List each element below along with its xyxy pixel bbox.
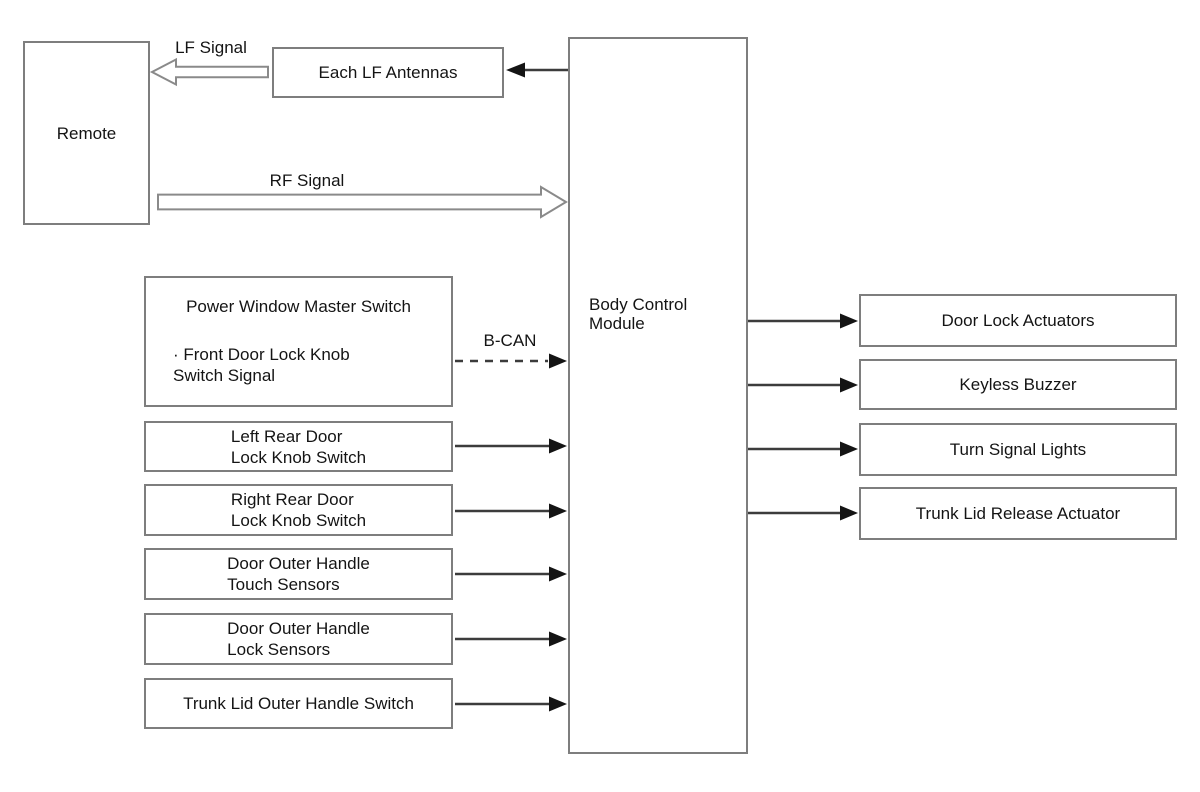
b-can-label: B-CAN (483, 331, 537, 350)
trunk-lid-release-actuator-label: Trunk Lid Release Actuator (915, 504, 1121, 523)
touch-sensors-line2: Touch Sensors (227, 575, 340, 594)
keyless-buzzer-arrow (748, 377, 858, 393)
pwms-title: Power Window Master Switch (186, 297, 411, 316)
right-rear-door-arrow (455, 503, 567, 519)
lock-sensors-line1: Door Outer Handle (227, 619, 370, 638)
bcm-to-lf-antennas-arrow (506, 62, 568, 78)
right-rear-line2: Lock Knob Switch (230, 511, 367, 530)
left-rear-line2: Lock Knob Switch (230, 447, 367, 467)
door-lock-actuators-box: Door Lock Actuators (859, 294, 1177, 347)
lf-signal-label: LF Signal (175, 38, 247, 57)
left-rear-door-lock-knob-switch-box: Left Rear Door Lock Knob Switch (144, 421, 453, 472)
body-control-module-box: Body Control Module (568, 37, 748, 754)
pwms-sub-line1: · Front Door Lock Knob (173, 345, 350, 364)
door-lock-actuators-label: Door Lock Actuators (941, 311, 1095, 330)
trunk-lid-switch-arrow (455, 696, 567, 712)
trunk-lid-outer-handle-switch-box: Trunk Lid Outer Handle Switch (144, 678, 453, 729)
trunk-lid-release-arrow (748, 505, 858, 521)
pwms-sub-line2: Switch Signal (173, 366, 276, 385)
right-rear-line1: Right Rear Door (230, 490, 354, 509)
each-lf-antennas-box: Each LF Antennas (272, 47, 504, 98)
left-rear-line1: Left Rear Door (230, 426, 343, 446)
turn-signal-lights-box: Turn Signal Lights (859, 423, 1177, 476)
turn-signal-lights-label: Turn Signal Lights (949, 440, 1087, 459)
keyless-buzzer-label: Keyless Buzzer (959, 375, 1077, 394)
door-outer-handle-lock-sensors-box: Door Outer Handle Lock Sensors (144, 613, 453, 665)
power-window-master-switch-box: Power Window Master Switch · Front Door … (144, 276, 453, 407)
trunk-lid-outer-handle-switch-label: Trunk Lid Outer Handle Switch (183, 694, 414, 713)
remote-label: Remote (56, 123, 117, 143)
rf-signal-arrow (157, 185, 568, 219)
lock-sensors-arrow (455, 631, 567, 647)
lf-signal-arrow (149, 57, 269, 87)
bcm-label-line1: Body Control (589, 295, 688, 314)
keyless-buzzer-box: Keyless Buzzer (859, 359, 1177, 410)
door-outer-handle-touch-sensors-box: Door Outer Handle Touch Sensors (144, 548, 453, 600)
door-lock-actuators-arrow (748, 313, 858, 329)
bcm-label-line2: Module (589, 314, 645, 333)
right-rear-door-lock-knob-switch-box: Right Rear Door Lock Knob Switch (144, 484, 453, 536)
each-lf-antennas-label: Each LF Antennas (318, 63, 458, 82)
touch-sensors-arrow (455, 566, 567, 582)
rf-signal-label: RF Signal (269, 171, 345, 190)
remote-box: Remote (23, 41, 150, 225)
turn-signal-lights-arrow (748, 441, 858, 457)
left-rear-door-arrow (455, 438, 567, 454)
lock-sensors-line2: Lock Sensors (227, 640, 331, 659)
touch-sensors-line1: Door Outer Handle (227, 554, 370, 573)
trunk-lid-release-actuator-box: Trunk Lid Release Actuator (859, 487, 1177, 540)
b-can-arrow (455, 353, 567, 369)
